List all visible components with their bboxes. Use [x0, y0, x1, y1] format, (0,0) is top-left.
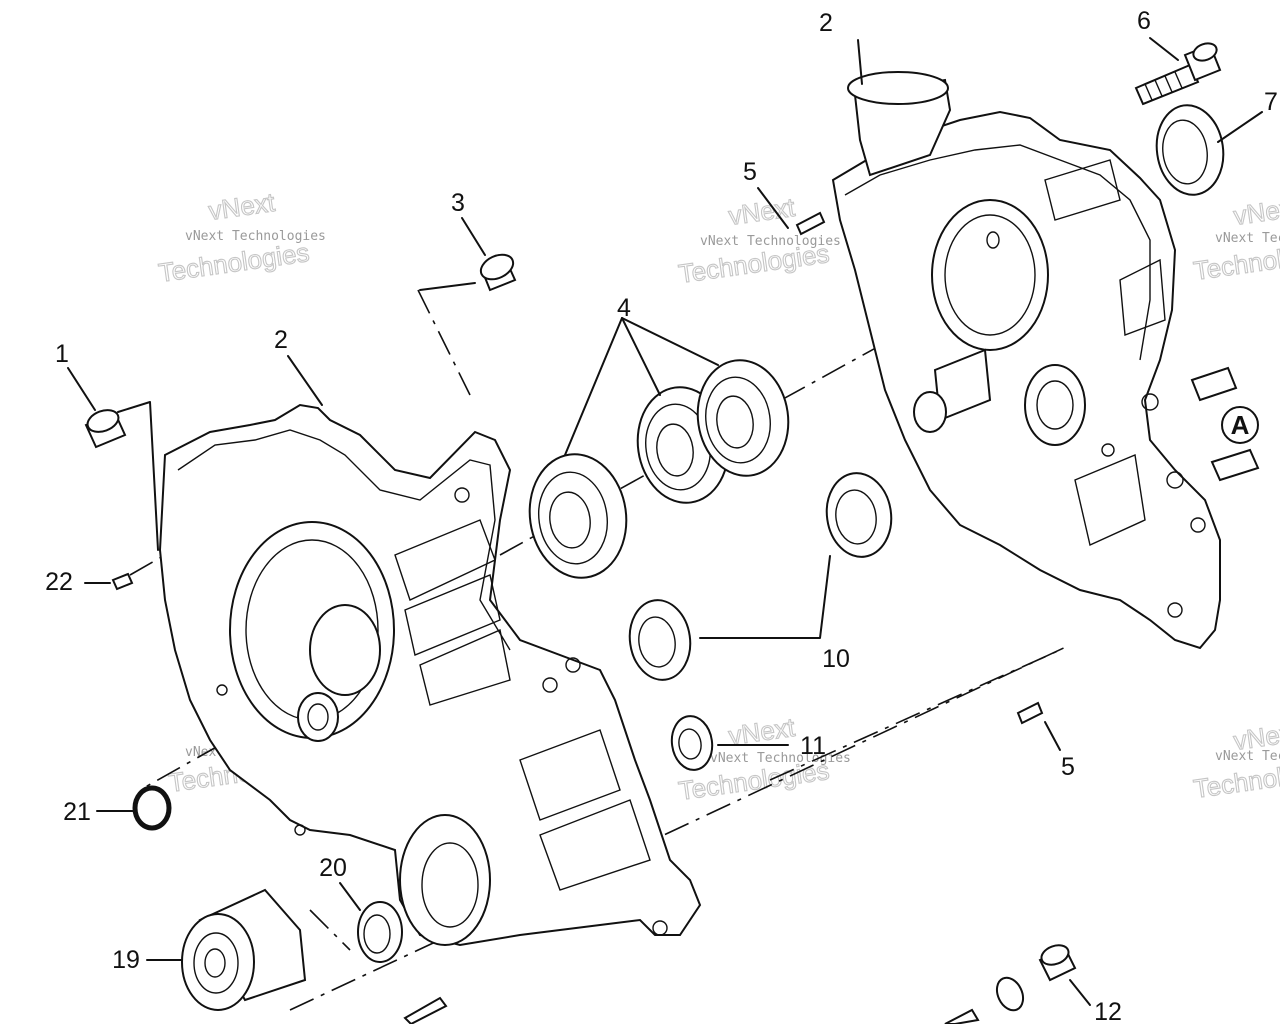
watermark-line: vNext Technologies — [700, 234, 841, 249]
callout-1: 1 — [55, 340, 69, 368]
callout-5: 5 — [743, 158, 757, 186]
callout-22: 22 — [45, 568, 73, 596]
right-sleeve — [1190, 366, 1238, 402]
left-bolt-hole — [565, 657, 581, 673]
right-rib — [1074, 454, 1146, 546]
part-21-o-ring — [132, 785, 172, 831]
watermark-brand: Technologies — [157, 237, 311, 288]
callout-5: 5 — [1061, 753, 1075, 781]
right-fitting — [1210, 448, 1260, 482]
axis-line — [289, 644, 1071, 1011]
bottom-stud — [944, 1008, 980, 1025]
leader-lines — [67, 37, 1263, 1006]
watermark-line: vNext Technologies — [1215, 231, 1280, 246]
watermark-brand: vNext — [1232, 192, 1280, 231]
right-rib — [1119, 258, 1166, 336]
part-3-sleeve — [479, 253, 517, 292]
callout-2: 2 — [819, 9, 833, 37]
left-rib — [394, 519, 496, 601]
watermark-2: vNext vNext Technologies Technologies — [676, 191, 841, 289]
right-main-bore-rim — [944, 214, 1036, 336]
part-7-oil-seal — [1155, 104, 1225, 196]
right-bolt-hole — [1101, 443, 1115, 457]
part-4-bearing — [528, 453, 628, 579]
callout-10: 10 — [822, 645, 850, 673]
left-rib — [404, 574, 501, 656]
left-bolt-hole — [454, 487, 470, 503]
callout-20: 20 — [319, 854, 347, 882]
right-bolt-hole — [1167, 602, 1183, 618]
left-small-bore-inner — [307, 703, 329, 731]
part-11-bearing — [670, 715, 714, 771]
left-bolt-hole — [216, 684, 228, 696]
right-inner-boss-rim — [1036, 380, 1074, 430]
right-crankcase-body — [831, 110, 1221, 650]
watermark-line: vNext Technologies — [1215, 749, 1280, 764]
right-inner-boss — [1024, 364, 1086, 446]
axis-line — [417, 289, 471, 396]
watermark-3: vNext vNext Technologies Technologies — [1191, 191, 1280, 286]
part-6-bolt — [1134, 42, 1222, 106]
left-crankcase-half — [158, 403, 702, 947]
callout-11: 11 — [800, 732, 826, 760]
part-5-dowel-pin — [795, 211, 826, 236]
bottom-stud — [403, 996, 448, 1026]
callout-12: 12 — [1094, 998, 1122, 1024]
axis-line — [309, 909, 351, 951]
detail-a-marker: A — [1221, 406, 1259, 444]
right-crankcase-half — [831, 71, 1221, 650]
part-4-bearing — [696, 359, 790, 477]
part-5-dowel-pin — [1016, 701, 1044, 725]
left-bolt-hole — [652, 920, 668, 936]
left-rib — [539, 799, 651, 891]
callout-2: 2 — [274, 326, 288, 354]
detail-a-label: A — [1231, 410, 1250, 440]
axis-line — [769, 649, 1061, 781]
left-lower-bore — [399, 814, 491, 946]
right-stud-end — [913, 391, 947, 433]
callout-21: 21 — [63, 798, 91, 826]
callout-3: 3 — [451, 189, 465, 217]
part-10-bearing — [825, 472, 893, 558]
watermark-1: vNext vNext Technologies Technologies — [156, 186, 326, 288]
callout-labels: 1 2 2 3 4 5 5 6 7 10 11 12 19 20 21 22 — [45, 7, 1278, 1026]
callout-4: 4 — [617, 294, 631, 322]
left-bolt-hole — [542, 677, 558, 693]
part-22-dowel-pin — [111, 572, 134, 591]
axis-line — [139, 744, 221, 791]
right-bore-mark — [986, 231, 1000, 249]
part-19-rotor — [181, 888, 307, 1011]
part-12-bolt — [995, 944, 1077, 1012]
right-main-bore — [931, 199, 1049, 351]
right-bolt-hole — [1166, 471, 1184, 489]
callout-19: 19 — [112, 946, 140, 974]
right-bolt-hole — [1190, 517, 1206, 533]
right-gasket-edge — [844, 144, 1151, 361]
right-bolt-hole — [1141, 393, 1159, 411]
water-neck-opening — [847, 71, 949, 105]
right-rib — [1044, 159, 1121, 221]
left-rib — [519, 729, 621, 821]
callout-7: 7 — [1264, 88, 1278, 116]
part-1-sleeve — [84, 409, 127, 449]
left-bolt-hole — [294, 824, 306, 836]
watermark-line: vNext Technologies — [185, 229, 326, 244]
part-10-bearing — [628, 599, 692, 681]
callout-6: 6 — [1137, 7, 1151, 35]
left-inner-boss — [309, 604, 381, 696]
part-20-seal — [357, 901, 403, 963]
watermark-line: vNext Technologies — [710, 751, 851, 766]
left-gasket-edge — [177, 429, 511, 651]
left-lower-bore-inner — [421, 842, 479, 928]
watermark-6: vNext vNext Technologies Technologies — [1191, 716, 1280, 804]
left-rib — [419, 629, 511, 706]
left-small-bore — [297, 692, 339, 742]
watermark-brand: vNext — [207, 187, 278, 226]
